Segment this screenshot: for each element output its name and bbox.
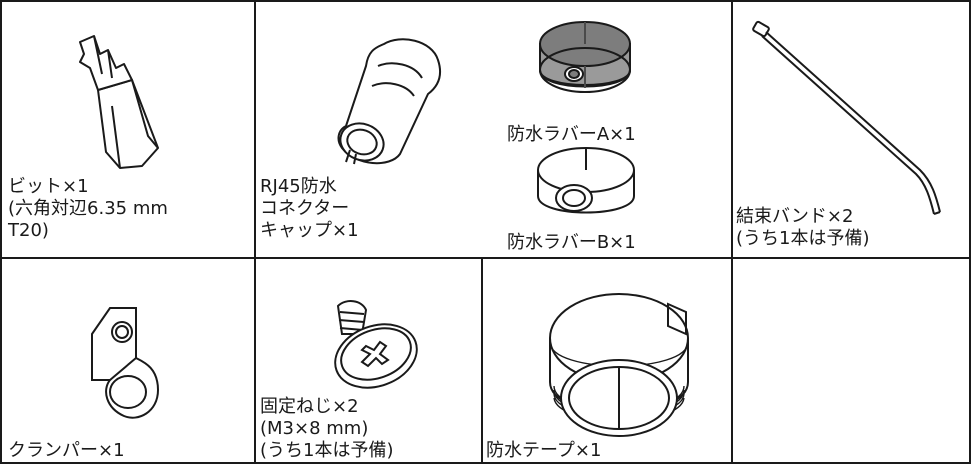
screw-illustration (334, 300, 418, 389)
cable-tie-illustration (752, 20, 941, 215)
clamper-label: クランパー×1 (8, 440, 125, 461)
clamper-illustration (91, 307, 160, 419)
cable-tie-label: 結束バンド×2 (うち1本は予備) (736, 206, 870, 249)
screw-label: 固定ねじ×2 (M3×8 mm) (うち1本は予備) (260, 396, 394, 461)
rubber-b-illustration (537, 147, 635, 214)
rj45-cap-label: RJ45防水 コネクター キャップ×1 (260, 176, 359, 241)
rj45-cap-illustration (337, 38, 442, 165)
rubber-a-label: 防水ラバーA×1 (507, 124, 636, 145)
tape-illustration (549, 293, 689, 437)
bit-label: ビット×1 (六角対辺6.35 mm T20) (8, 176, 168, 241)
rubber-a-illustration (539, 21, 631, 93)
empty-cell (733, 259, 969, 462)
tape-label: 防水テープ×1 (486, 440, 602, 461)
bit-illustration (79, 35, 159, 169)
rubber-b-label: 防水ラバーB×1 (507, 232, 636, 253)
